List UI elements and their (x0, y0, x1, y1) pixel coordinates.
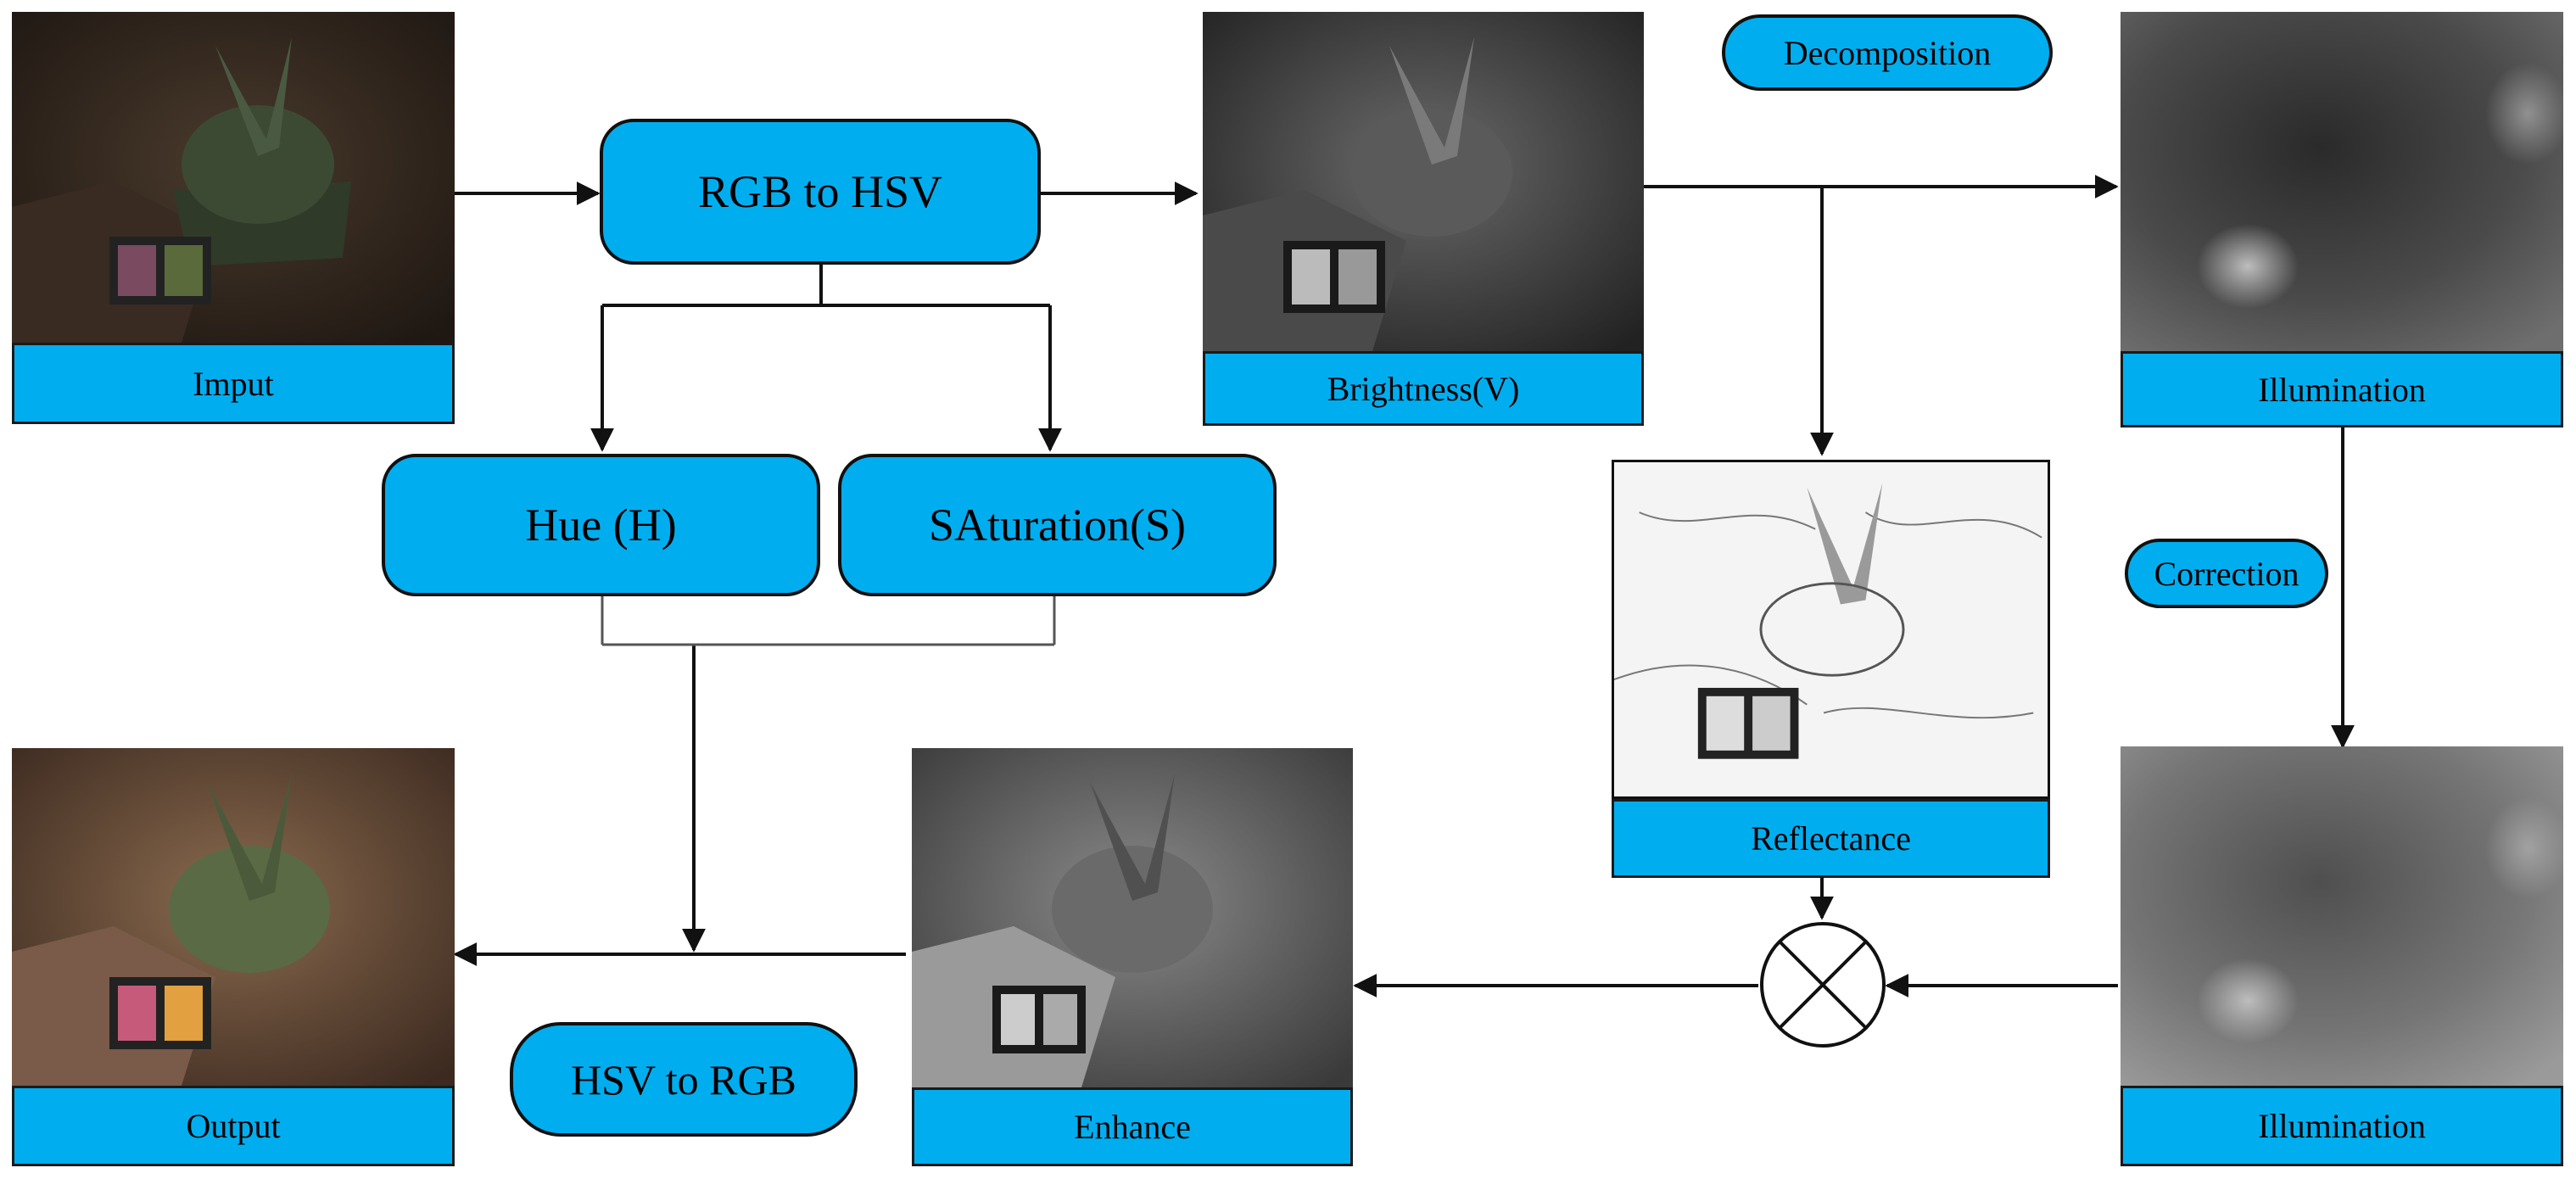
input-image (12, 12, 455, 343)
hsv-to-rgb-box: HSV to RGB (510, 1022, 858, 1137)
decomposition-label: Decomposition (1722, 14, 2053, 91)
enhance-caption: Enhance (912, 1087, 1353, 1166)
illumination-top-image (2121, 12, 2563, 351)
output-image (12, 748, 455, 1086)
illumination-top-caption: Illumination (2121, 351, 2563, 427)
rgb-to-hsv-box: RGB to HSV (600, 119, 1041, 265)
correction-label: Correction (2125, 539, 2328, 608)
multiply-cross-2 (1778, 940, 1868, 1030)
output-caption: Output (12, 1086, 455, 1166)
brightness-image (1203, 12, 1644, 351)
reflectance-image (1612, 460, 2050, 799)
input-caption: Imput (12, 343, 455, 424)
hue-box: Hue (H) (382, 454, 820, 596)
enhance-image (912, 748, 1353, 1087)
illumination-bottom-image (2121, 746, 2563, 1086)
brightness-caption: Brightness(V) (1203, 351, 1644, 426)
multiply-node (1760, 922, 1886, 1048)
reflectance-caption: Reflectance (1612, 799, 2050, 878)
illumination-bottom-caption: Illumination (2121, 1086, 2563, 1166)
saturation-box: SAturation(S) (838, 454, 1277, 596)
